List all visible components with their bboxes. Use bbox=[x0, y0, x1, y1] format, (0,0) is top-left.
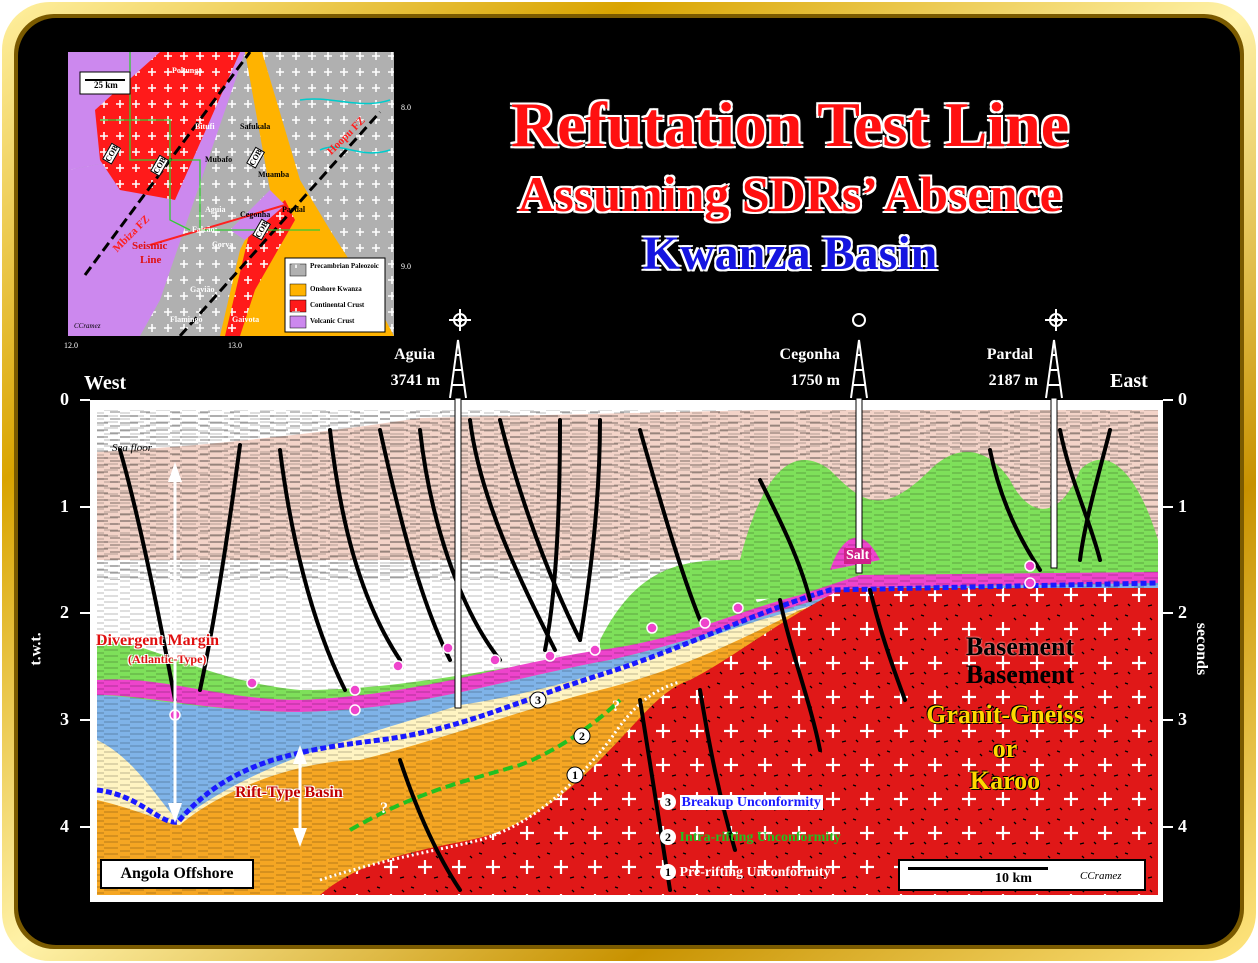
tick-left-3: 3 bbox=[60, 709, 69, 729]
tick-right-0: 0 bbox=[1178, 389, 1187, 409]
well-aguia-name: Aguia bbox=[394, 346, 435, 363]
title-line-3: Kwanza Basin bbox=[642, 227, 938, 280]
place-mubafo: Mubafo bbox=[205, 155, 233, 164]
east-label: East bbox=[1110, 370, 1148, 392]
place-corva: Corva bbox=[212, 240, 234, 249]
map-lon-13: 13.0 bbox=[228, 42, 242, 51]
place-safukala: Safukala bbox=[240, 122, 271, 131]
basement-label-1: Basement bbox=[965, 632, 1075, 661]
legend-number-1: 1 bbox=[660, 864, 676, 880]
map-lat-8: 8.0 bbox=[48, 103, 58, 112]
divergent-margin-subtitle: (Atlantic-Type) bbox=[128, 652, 207, 666]
place-gaivota: Gaivota bbox=[232, 315, 260, 324]
basement-label-2: Basement bbox=[965, 660, 1075, 689]
legend-number-2: 2 bbox=[660, 829, 676, 845]
place-aguia: Aguia bbox=[205, 205, 226, 214]
tick-left-4: 4 bbox=[60, 816, 69, 836]
left-axis-label: t.w.t. bbox=[27, 632, 45, 666]
question-mark-lower: ? bbox=[380, 800, 388, 817]
map-legend-label-onshore: Onshore Kwanza bbox=[310, 285, 362, 293]
well-aguia-depth: 3741 m bbox=[390, 372, 440, 389]
legend-item-1: 1 Pre-rifting Unconformity bbox=[660, 864, 830, 881]
tick-right-1: 1 bbox=[1178, 496, 1187, 516]
west-label: West bbox=[84, 372, 127, 394]
tick-left-1: 1 bbox=[60, 496, 69, 516]
legend-label-3: Breakup Unconformity bbox=[679, 795, 823, 810]
svg-text:1: 1 bbox=[572, 768, 578, 782]
map-scale: 25 km bbox=[94, 80, 118, 90]
basement-lithology-3: Karoo bbox=[969, 766, 1041, 795]
well-cegonha-depth: 1750 m bbox=[790, 372, 840, 389]
svg-text:3: 3 bbox=[535, 693, 541, 707]
well-pardal-name: Pardal bbox=[986, 346, 1033, 363]
map-legend-label-volcanic: Volcanic Crust bbox=[310, 317, 355, 325]
legend-label-1: Pre-rifting Unconformity bbox=[679, 865, 831, 880]
basement-lithology-2: or bbox=[992, 734, 1018, 763]
scale-label: 10 km bbox=[995, 871, 1032, 886]
map-lat-8-right: 8.0 bbox=[401, 103, 411, 112]
divergent-margin-label: Divergent Margin bbox=[96, 632, 220, 649]
place-gaviao: Gavião bbox=[190, 285, 215, 294]
title-line-1: Refutation Test Line bbox=[510, 89, 1070, 160]
question-mark-upper: ? bbox=[612, 698, 620, 715]
place-cegonha: Cegonha bbox=[240, 210, 271, 219]
derrick-icons bbox=[449, 339, 1063, 399]
legend-number-3: 3 bbox=[660, 794, 676, 810]
tick-right-2: 2 bbox=[1178, 602, 1187, 622]
place-pokunga: Pokunga bbox=[172, 66, 203, 75]
well-pardal-depth: 2187 m bbox=[988, 372, 1038, 389]
place-falcao: Falcão bbox=[192, 225, 215, 234]
legend-item-3: 3 Breakup Unconformity bbox=[660, 794, 823, 811]
map-lon-12-bottom: 12.0 bbox=[64, 341, 78, 350]
map-legend-label-precambrian: Precambrian Paleozoic bbox=[310, 262, 379, 270]
legend-item-2: 2 Intra-rifting Unconformity bbox=[660, 829, 841, 846]
tick-right-4: 4 bbox=[1178, 816, 1187, 836]
place-flamingo: Flamingo bbox=[170, 315, 203, 324]
svg-text:2: 2 bbox=[579, 729, 585, 743]
seismic-line-label-1: Seismic bbox=[132, 240, 168, 252]
legend-label-2: Intra-rifting Unconformity bbox=[679, 830, 841, 845]
scale-bar-box: 10 km CCramez bbox=[898, 859, 1146, 891]
region-label: Angola Offshore bbox=[100, 859, 254, 889]
seismic-section: 3 2 1 bbox=[90, 397, 1163, 902]
well-symbols bbox=[449, 309, 1067, 331]
basement-lithology-1: Granit-Gneiss bbox=[926, 700, 1084, 729]
rift-basin-label: Rift-Type Basin bbox=[235, 784, 343, 801]
salt-label: Salt bbox=[844, 548, 872, 564]
well-cegonha-name: Cegonha bbox=[779, 346, 840, 363]
location-map bbox=[60, 40, 400, 340]
place-pardal: Pardal bbox=[282, 205, 306, 214]
map-lat-9-right: 9.0 bbox=[401, 262, 411, 271]
sea-floor-label: Sea floor bbox=[112, 442, 153, 454]
tick-left-0: 0 bbox=[60, 389, 69, 409]
map-lon-12: 12.0 bbox=[64, 42, 78, 51]
title-line-2: Assuming SDRs’ Absence bbox=[518, 166, 1062, 222]
place-bitufi: Bitufi bbox=[195, 122, 215, 131]
tick-left-2: 2 bbox=[60, 602, 69, 622]
axis-ticks bbox=[80, 399, 1173, 828]
map-lon-13-bottom: 13.0 bbox=[228, 341, 242, 350]
right-axis-label: seconds bbox=[1193, 622, 1211, 676]
map-credit: CCramez bbox=[74, 322, 101, 330]
scale-bar bbox=[908, 867, 1048, 870]
tick-right-3: 3 bbox=[1178, 709, 1187, 729]
section-credit: CCramez bbox=[1080, 870, 1122, 882]
map-legend-label-continental: Continental Crust bbox=[310, 301, 365, 309]
map-lat-9: 9.0 bbox=[48, 262, 58, 271]
place-muamba: Muamba bbox=[258, 170, 290, 179]
seismic-line-label-2: Line bbox=[140, 254, 162, 266]
